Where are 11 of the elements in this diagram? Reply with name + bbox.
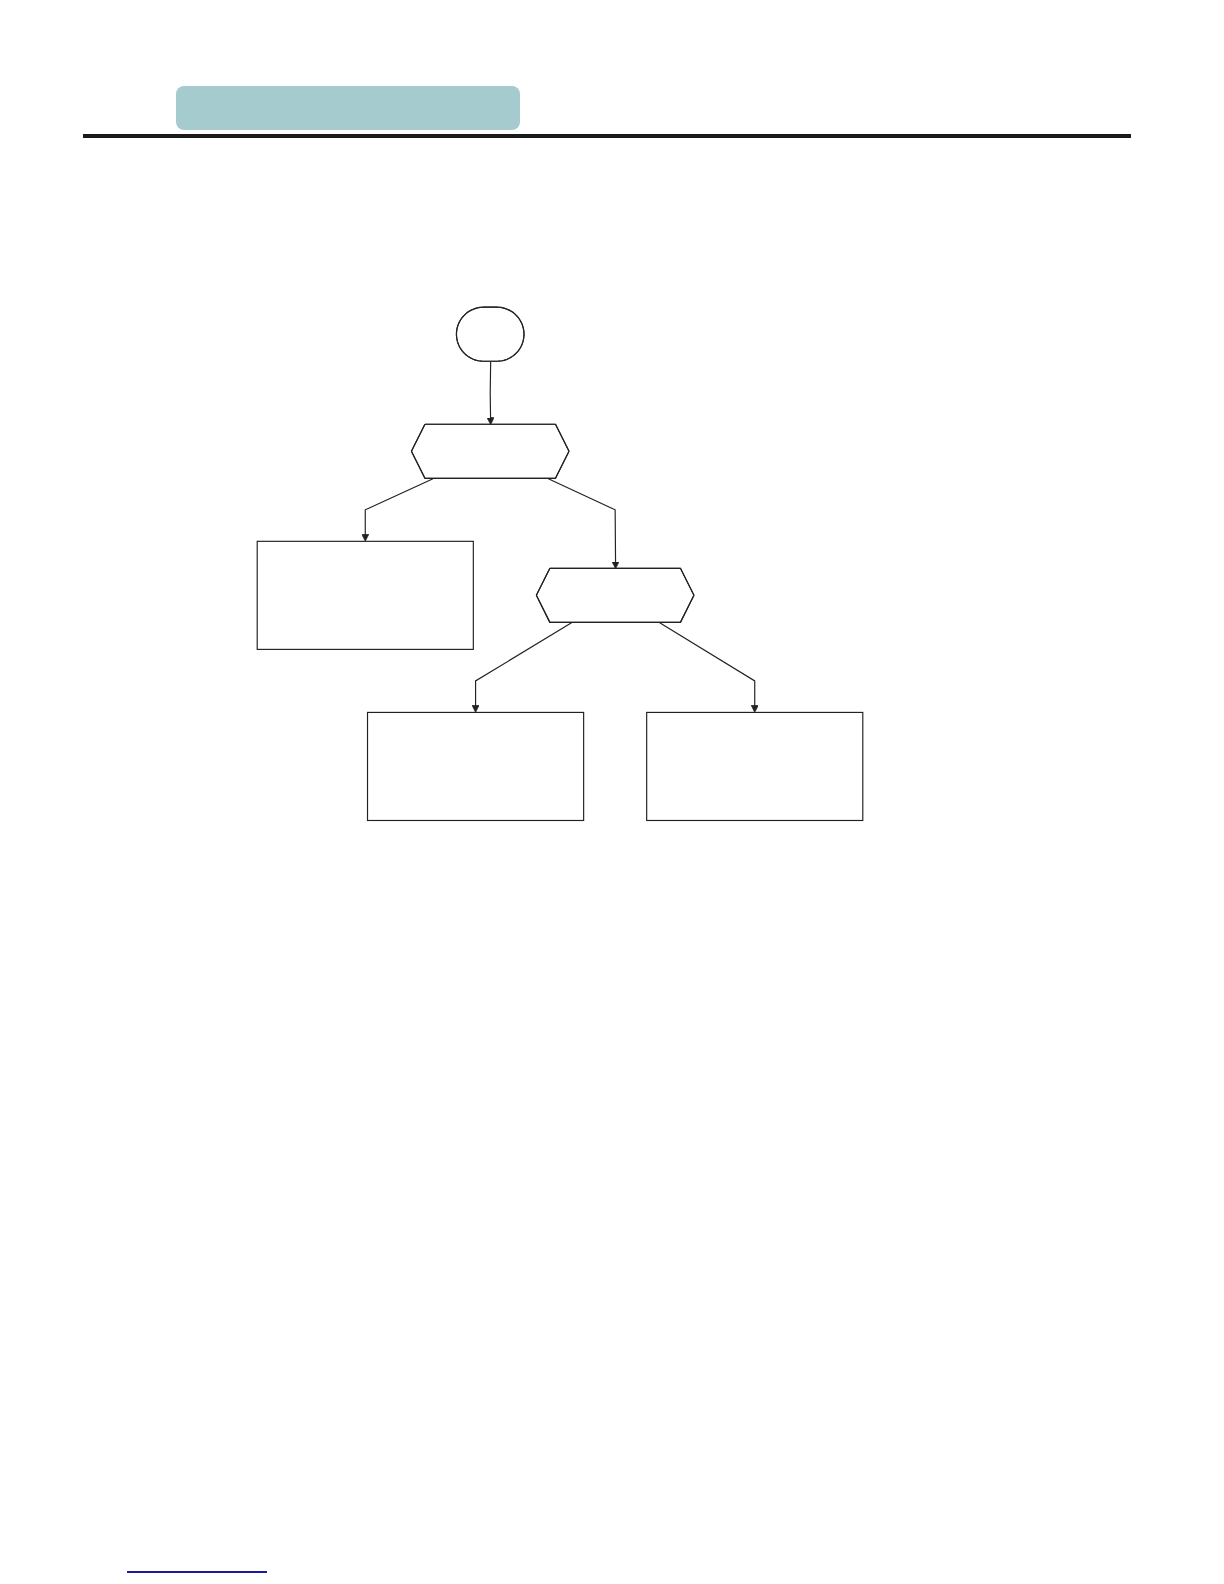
terminal-stadium xyxy=(455,306,525,362)
decision-hexagon xyxy=(535,567,695,623)
arrow xyxy=(547,478,620,570)
arrow xyxy=(486,361,495,426)
arrow xyxy=(471,622,573,713)
decision-hexagon xyxy=(410,423,570,479)
process-box xyxy=(366,711,585,822)
arrow xyxy=(659,622,759,713)
arrow xyxy=(361,478,434,542)
process-box xyxy=(256,540,474,650)
process-box xyxy=(646,711,864,822)
